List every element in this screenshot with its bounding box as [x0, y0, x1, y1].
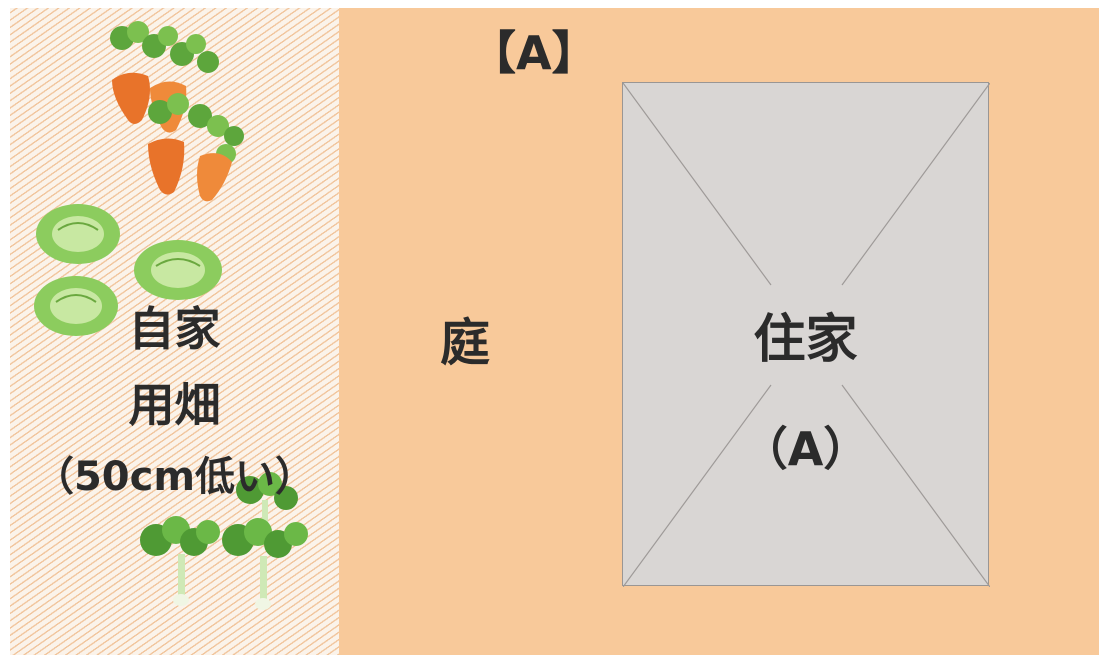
garden-label-line2: 用畑	[128, 378, 221, 432]
house-block	[622, 82, 990, 587]
house-label: 住家	[753, 310, 858, 370]
carrot-icon	[110, 21, 244, 202]
house-code-label: （A）	[741, 422, 870, 476]
leafy-vegetable-icon	[140, 472, 308, 610]
cabbage-icon	[34, 204, 222, 336]
house-cross-lines	[623, 83, 990, 587]
garden-label-line1: 自家	[128, 302, 221, 356]
yard-label: 庭	[440, 314, 490, 372]
garden-label-line3: （50cm低い）	[33, 454, 316, 500]
plan-title: 【A】	[470, 26, 598, 80]
